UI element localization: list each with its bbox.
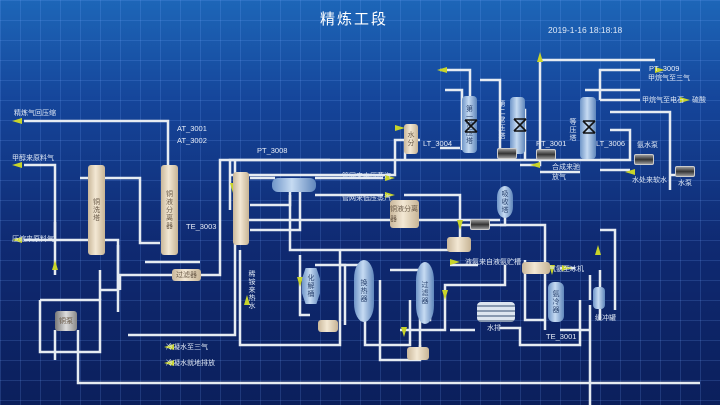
tank[interactable]: [318, 320, 338, 332]
arrow-icon: [437, 67, 447, 73]
tag-pt3001[interactable]: PT_3001: [536, 139, 567, 148]
arrow-icon: [537, 52, 543, 62]
stream-label: 压缩来原料气: [12, 235, 54, 243]
stream-label: 精炼气回压缩: [14, 109, 56, 117]
water-pump[interactable]: [675, 166, 695, 177]
arrow-icon: [530, 162, 540, 168]
arrow-icon: [562, 265, 572, 271]
regenerator-column[interactable]: [233, 172, 249, 245]
dissolver[interactable]: 化解桶: [302, 268, 320, 304]
stream-label: 管网来低压蒸汽: [342, 194, 391, 202]
stream-label: 甲烷气至三气: [648, 74, 690, 82]
tower-2-label: 第二常压塔: [498, 100, 506, 140]
tag-lt3004[interactable]: LT_3004: [423, 139, 453, 148]
ammonia-pump-label: 氨水泵: [637, 141, 658, 149]
stream-label: 气氨至冰机: [549, 265, 584, 273]
stream-label: 液氨来自液氨贮槽: [465, 258, 521, 266]
page-title: 精炼工段: [320, 10, 389, 28]
arrow-icon: [401, 327, 407, 337]
stream-label: 甲醇来原料气: [12, 154, 54, 162]
steam-heater[interactable]: [272, 178, 316, 192]
arrow-icon: [457, 220, 463, 230]
copper-separator-2[interactable]: 铜液分离器: [390, 200, 419, 228]
tower-2[interactable]: [510, 97, 525, 154]
arrow-icon: [549, 265, 555, 275]
arrow-icon: [655, 67, 665, 73]
ammonia-pump[interactable]: [634, 154, 654, 165]
arrow-icon: [297, 277, 303, 287]
arrow-icon: [625, 169, 635, 175]
pump-icon[interactable]: [497, 148, 517, 159]
pump-icon[interactable]: [470, 219, 490, 230]
arrow-icon: [164, 360, 174, 366]
arrow-icon: [12, 237, 22, 243]
tank[interactable]: [447, 237, 471, 252]
filter-1[interactable]: 过滤器: [172, 269, 201, 281]
arrow-icon: [164, 344, 174, 350]
arrow-icon: [12, 118, 22, 124]
packing-icon: [464, 119, 478, 133]
stream-label: 冷凝水就地排放: [166, 359, 215, 367]
water-separator-label: 水分: [407, 131, 415, 147]
copper-wash-tower[interactable]: 铜洗塔: [88, 165, 105, 255]
isobaric-tower-label: 等压塔: [569, 118, 577, 142]
arrow-icon: [12, 162, 22, 168]
stream-label: 水处来软水: [632, 176, 667, 184]
copper-pump[interactable]: 铜泵: [55, 311, 77, 331]
water-drain-label: 水排: [487, 324, 501, 332]
buffer-tank-label: 缓冲罐: [595, 314, 616, 322]
tag-at3002[interactable]: AT_3002: [177, 136, 207, 145]
packing-icon: [513, 118, 527, 132]
arrow-icon: [680, 97, 690, 103]
tag-pt3009[interactable]: PT_3009: [649, 64, 680, 73]
heat-exchanger[interactable]: 换热器: [354, 260, 374, 322]
tag-lt3006[interactable]: LT_3006: [596, 139, 626, 148]
filter-2[interactable]: 过滤器: [416, 262, 434, 324]
packing-icon: [582, 120, 596, 134]
tag-pt3008[interactable]: PT_3008: [257, 146, 288, 155]
tag-te3001[interactable]: TE_3001: [546, 332, 577, 341]
copper-separator[interactable]: 铜液分离器: [161, 165, 178, 255]
arrow-icon: [244, 295, 250, 305]
datetime-display: 2019-1-16 18:18:18: [548, 25, 623, 35]
ammonia-cooler[interactable]: 氨冷器: [548, 282, 564, 322]
stream-label: 硫酸: [692, 96, 706, 104]
arrow-icon: [385, 192, 395, 198]
absorber[interactable]: 吸收塔: [497, 186, 513, 218]
arrow-icon: [52, 260, 58, 270]
stream-label: 管网来中压蒸汽: [342, 172, 391, 180]
stream-label: 冷凝水至三气: [166, 343, 208, 351]
arrow-icon: [395, 125, 405, 131]
arrow-icon: [385, 175, 395, 181]
ammonia-tank[interactable]: [522, 262, 550, 274]
arrow-icon: [450, 259, 460, 265]
water-drain-coil[interactable]: [477, 302, 515, 322]
water-separator[interactable]: 水分: [404, 124, 418, 154]
pump-icon[interactable]: [536, 149, 556, 160]
stream-label: 合成来驰放气: [552, 163, 580, 181]
stream-label: 稀铵来热水: [248, 270, 256, 310]
stream-label: 甲烷气至电石: [642, 96, 684, 104]
arrow-icon: [442, 290, 448, 300]
buffer-tank[interactable]: [593, 287, 605, 309]
arrow-icon: [595, 245, 601, 255]
tank[interactable]: [407, 347, 429, 360]
tag-te3003[interactable]: TE_3003: [186, 222, 217, 231]
tag-at3001[interactable]: AT_3001: [177, 124, 207, 133]
water-pump-label: 水泵: [678, 179, 692, 187]
